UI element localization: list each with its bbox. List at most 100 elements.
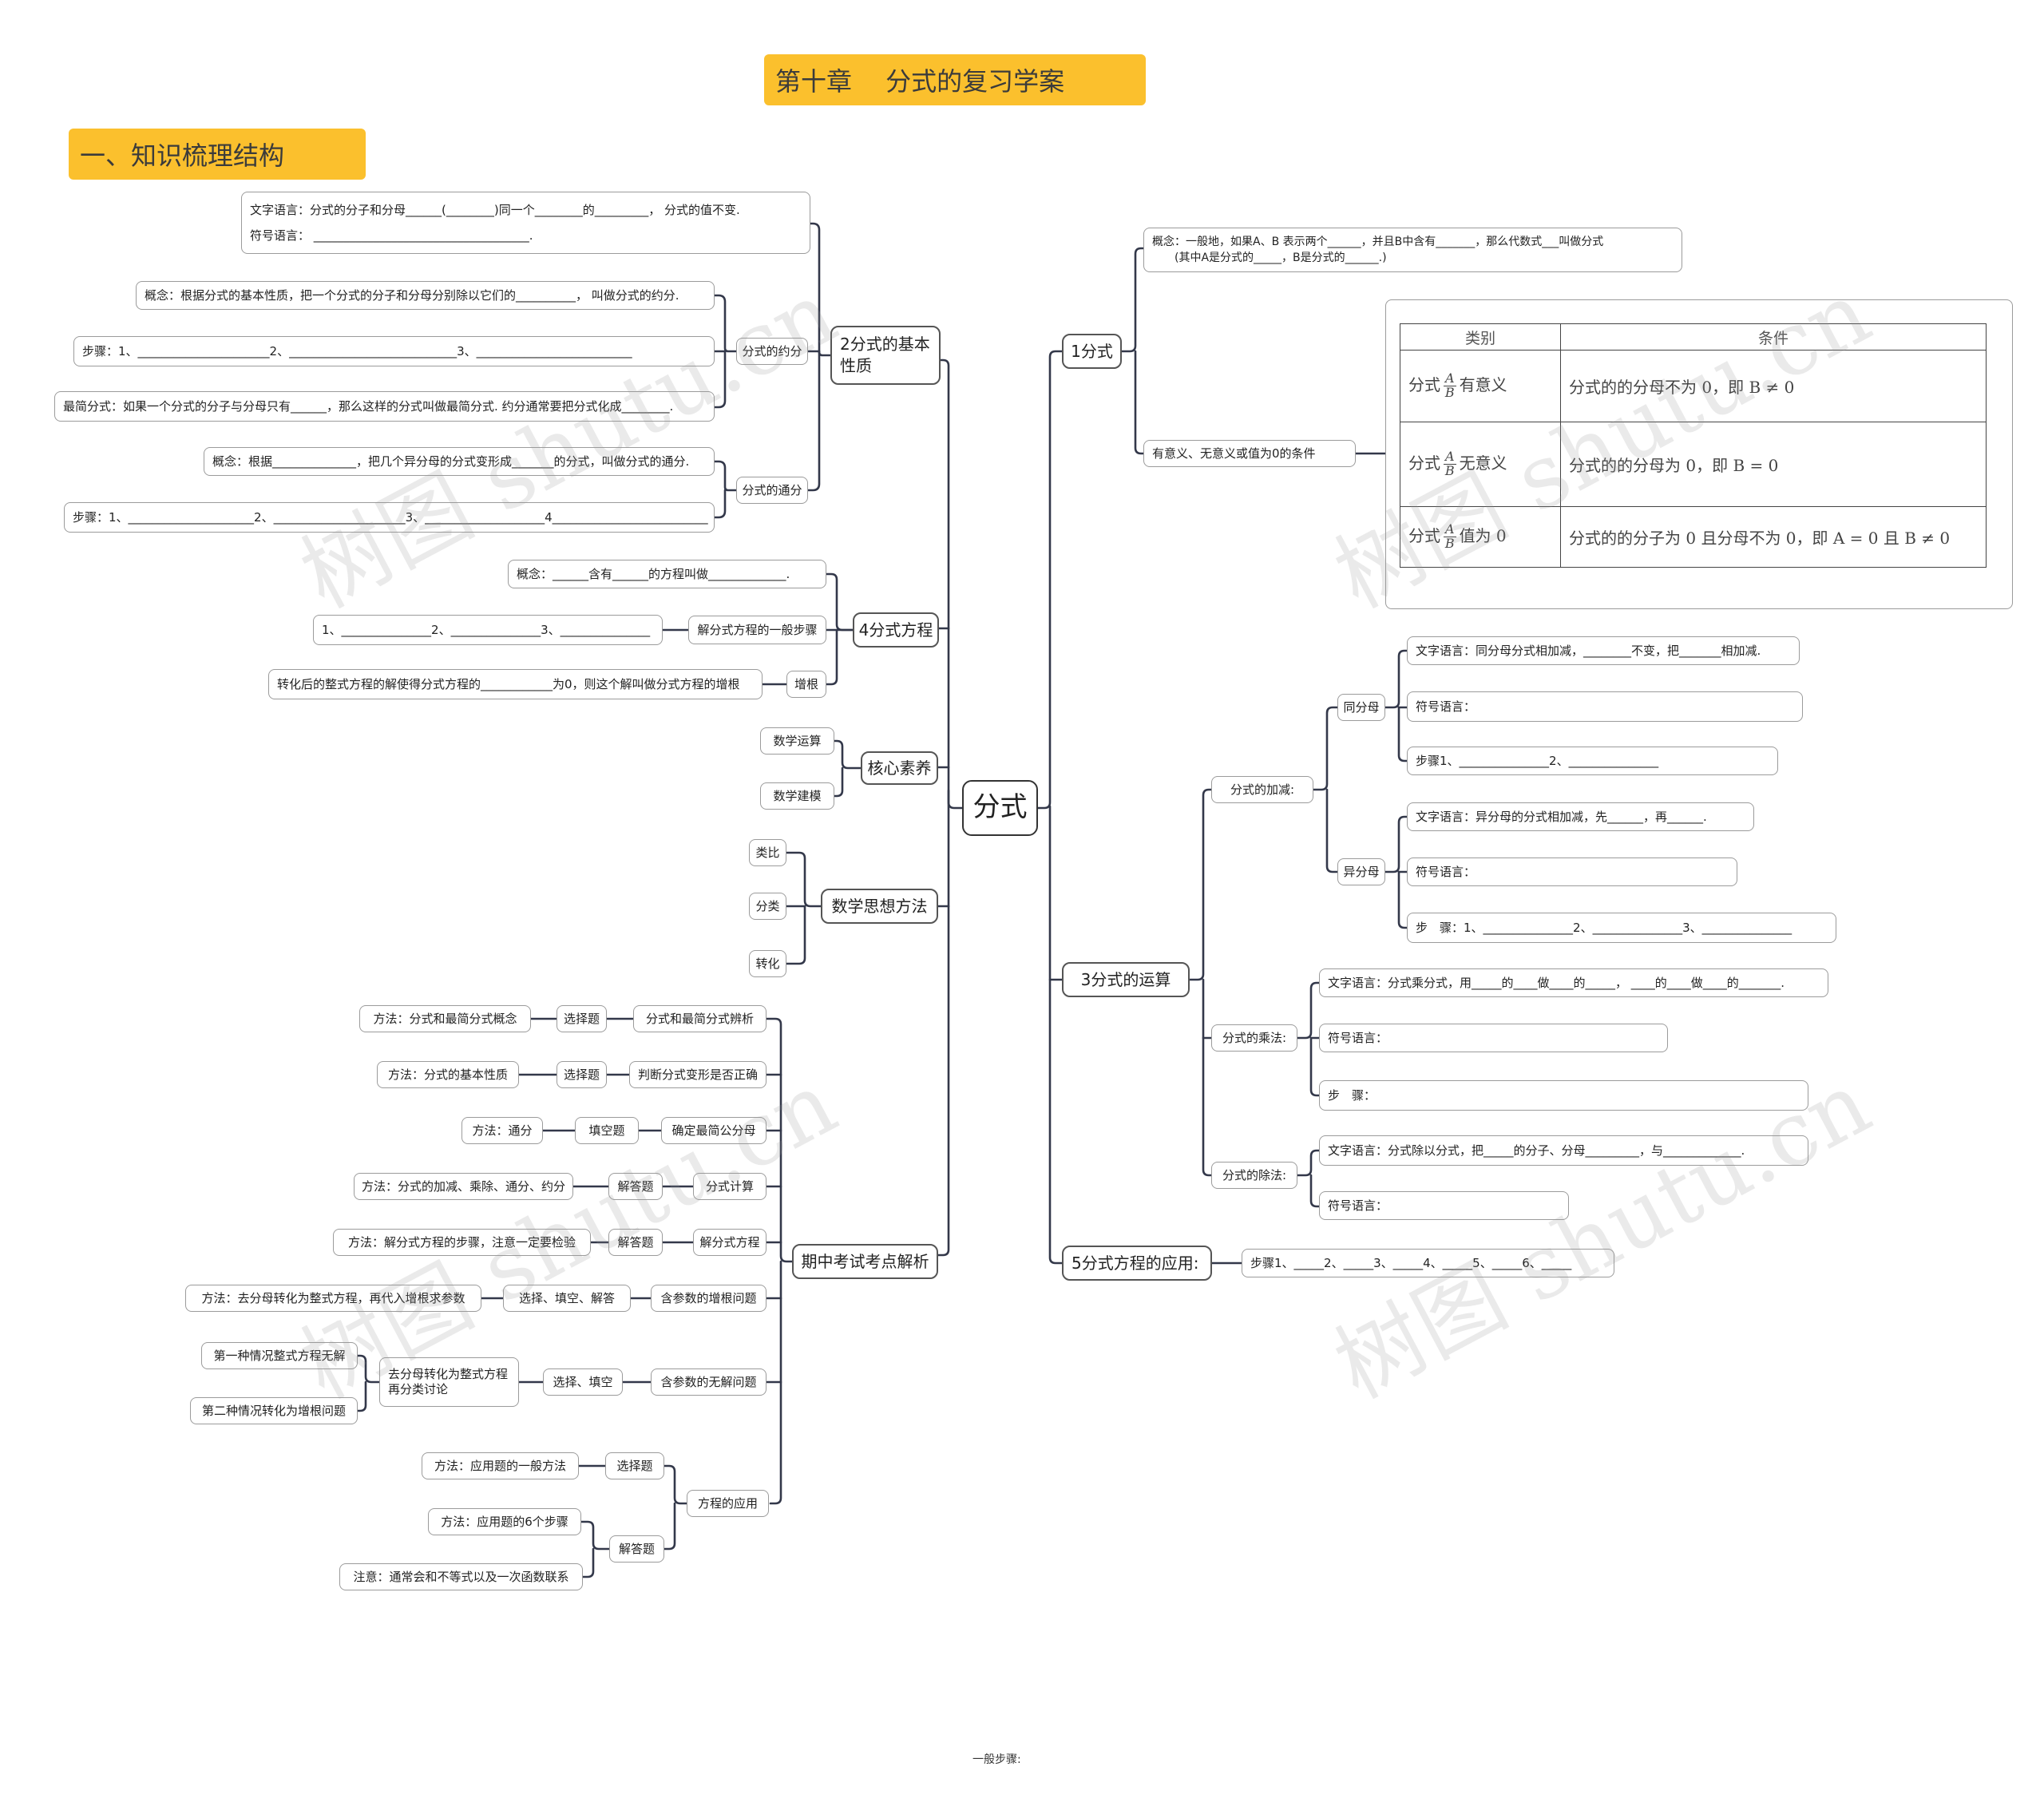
node-method-item[interactable]: 类比 [749,839,786,866]
page-title: 第十章 分式的复习学案 [764,54,1146,105]
node-exam-method[interactable]: 方法：应用题的一般方法 [422,1452,579,1479]
basic-property-symbol-language: 符号语言： __________________________________… [250,228,533,243]
root-node[interactable]: 分式 [962,780,1038,836]
node-multiplication-text[interactable]: 文字语言：分式乘分式，用_____的____做____的_____， ____的… [1319,968,1828,997]
table-header-row: 类别 条件 [1400,323,1987,351]
node-division-text[interactable]: 文字语言：分式除以分式，把_____的分子、分母_________，与_____… [1319,1135,1808,1166]
node-exam-topic[interactable]: 解分式方程 [693,1229,766,1256]
table-header-category: 类别 [1400,323,1561,351]
node-exam-question-type[interactable]: 选择题 [557,1061,607,1088]
fraction-concept-line2: (其中A是分式的_____，B是分式的______.) [1175,252,1387,264]
node-different-denominator-text[interactable]: 文字语言：异分母的分式相加减，先______，再______. [1407,802,1754,831]
node-division[interactable]: 分式的除法: [1211,1162,1297,1189]
node-core-literacy[interactable]: 核心素养 [861,751,938,785]
node-multiplication[interactable]: 分式的乘法: [1211,1024,1297,1052]
node-same-denominator-steps[interactable]: 步骤1、_______________2、_______________ [1407,747,1778,775]
node-same-denominator[interactable]: 同分母 [1337,694,1385,721]
node-common-denominator[interactable]: 分式的通分 [736,477,808,504]
node-exam-question-type[interactable]: 解答题 [608,1229,663,1256]
node-extraneous-definition[interactable]: 转化后的整式方程的解使得分式方程的____________为0，则这个解叫做分式… [268,669,763,699]
node-fraction[interactable]: 1分式 [1062,334,1122,369]
fraction-prefix: 分式 [1408,375,1440,395]
fraction-denominator: B [1444,463,1455,479]
table-header-condition: 条件 [1560,323,1987,351]
node-equation-concept[interactable]: 概念：______含有______的方程叫做_____________. [508,560,826,588]
node-division-symbol[interactable]: 符号语言： [1319,1191,1569,1220]
node-exam-question-type[interactable]: 填空题 [575,1117,639,1144]
fraction-prefix: 分式 [1408,454,1440,473]
node-exam-method[interactable]: 方法：分式的加减、乘除、通分、约分 [354,1173,573,1200]
node-exam-method[interactable]: 方法：应用题的6个步骤 [428,1508,581,1535]
node-exam-question-type[interactable]: 选择题 [557,1005,607,1032]
node-common-denominator-concept[interactable]: 概念：根据______________，把几个异分母的分式变形成_______的… [204,447,715,476]
node-exam-question-type[interactable]: 解答题 [608,1173,663,1200]
node-method-item[interactable]: 分类 [749,893,786,920]
node-exam-method[interactable]: 方法：解分式方程的步骤，注意一定要检验 [333,1229,591,1256]
node-exam-topic[interactable]: 含参数的无解问题 [651,1368,766,1396]
node-core-literacy-item[interactable]: 数学建模 [760,782,834,810]
node-multiplication-steps[interactable]: 步 骤： [1319,1080,1808,1111]
node-exam-method[interactable]: 方法：分式的基本性质 [377,1061,519,1088]
section-heading: 一、知识梳理结构 [69,129,366,180]
node-exam-note[interactable]: 注意：通常会和不等式以及一次函数联系 [339,1563,583,1590]
fraction-concept-line1: 概念：一般地，如果A、B 表示两个______，并且B中含有_______，那么… [1152,235,1604,248]
node-equation-steps-label[interactable]: 解分式方程的一般步骤 [688,616,826,644]
node-add-sub[interactable]: 分式的加减: [1211,776,1313,803]
node-exam-topic[interactable]: 分式计算 [693,1173,766,1200]
state-text: 无意义 [1459,454,1507,473]
node-operations[interactable]: 3分式的运算 [1062,962,1190,997]
footer-text: 一般步骤: [972,1753,1021,1766]
node-different-denominator[interactable]: 异分母 [1337,858,1385,885]
node-exam-question-type[interactable]: 解答题 [609,1535,664,1563]
node-exam-analysis[interactable]: 期中考试考点解析 [792,1244,938,1279]
node-basic-property[interactable]: 2分式的基本性质 [830,326,941,385]
node-same-denominator-text[interactable]: 文字语言：同分母分式相加减，________不变，把_______相加减. [1407,636,1800,665]
node-exam-method[interactable]: 方法：分式和最简分式概念 [359,1005,531,1032]
node-exam-topic[interactable]: 确定最简公分母 [661,1117,766,1144]
node-exam-method[interactable]: 方法：去分母转化为整式方程，再代入增根求参数 [185,1285,481,1312]
node-fraction-equation[interactable]: 4分式方程 [853,612,939,648]
node-thinking-methods[interactable]: 数学思想方法 [821,889,938,924]
node-equation-application[interactable]: 5分式方程的应用: [1062,1246,1212,1281]
table-cell-condition: 分式的的分母不为 0，即 B ≠ 0 [1560,350,1987,422]
node-equation-application-steps[interactable]: 步骤1、_____2、_____3、_____4、_____5、_____6、_… [1242,1249,1614,1277]
node-conditions[interactable]: 有意义、无意义或值为0的条件 [1143,440,1356,467]
node-reduction-concept[interactable]: 概念：根据分式的基本性质，把一个分式的分子和分母分别除以它们的_________… [136,281,715,310]
node-equation-steps[interactable]: 1、_______________2、_______________3、____… [313,615,663,645]
node-same-denominator-symbol[interactable]: 符号语言： [1407,691,1803,722]
node-exam-case[interactable]: 第一种情况整式方程无解 [201,1342,358,1369]
node-method-item[interactable]: 转化 [749,950,786,977]
node-exam-topic[interactable]: 分式和最简分式辨析 [633,1005,766,1032]
node-different-denominator-steps[interactable]: 步 骤：1、_______________2、_______________3、… [1407,913,1836,943]
node-exam-method[interactable]: 方法：通分 [461,1117,543,1144]
node-fraction-concept[interactable]: 概念：一般地，如果A、B 表示两个______，并且B中含有_______，那么… [1143,228,1682,272]
node-extraneous-root[interactable]: 增根 [786,671,826,698]
node-reduction-simplest[interactable]: 最简分式：如果一个分式的分子与分母只有______，那么这样的分式叫做最简分式.… [54,391,715,422]
node-exam-question-type[interactable]: 选择、填空 [543,1368,623,1396]
node-exam-topic[interactable]: 判断分式变形是否正确 [629,1061,766,1088]
node-reduction[interactable]: 分式的约分 [736,338,808,365]
node-core-literacy-item[interactable]: 数学运算 [760,727,834,755]
node-exam-question-type[interactable]: 选择题 [605,1452,664,1479]
node-exam-case[interactable]: 第二种情况转化为增根问题 [190,1397,358,1424]
node-basic-property-definition[interactable]: 文字语言：分式的分子和分母______(________)同一个________… [241,192,810,254]
fraction-numerator: A [1444,521,1456,538]
state-text: 值为 0 [1459,526,1507,546]
node-common-denominator-steps[interactable]: 步骤：1、_____________________2、____________… [64,502,715,533]
node-multiplication-symbol[interactable]: 符号语言： [1319,1024,1668,1052]
node-exam-topic[interactable]: 含参数的增根问题 [651,1285,766,1312]
fraction-denominator: B [1444,385,1455,401]
node-different-denominator-symbol[interactable]: 符号语言： [1407,858,1737,886]
node-exam-method[interactable]: 去分母转化为整式方程再分类讨论 [379,1357,519,1407]
node-exam-topic[interactable]: 方程的应用 [687,1490,769,1517]
node-exam-question-type[interactable]: 选择、填空、解答 [503,1285,631,1312]
node-reduction-steps[interactable]: 步骤：1、______________________2、___________… [73,336,715,366]
